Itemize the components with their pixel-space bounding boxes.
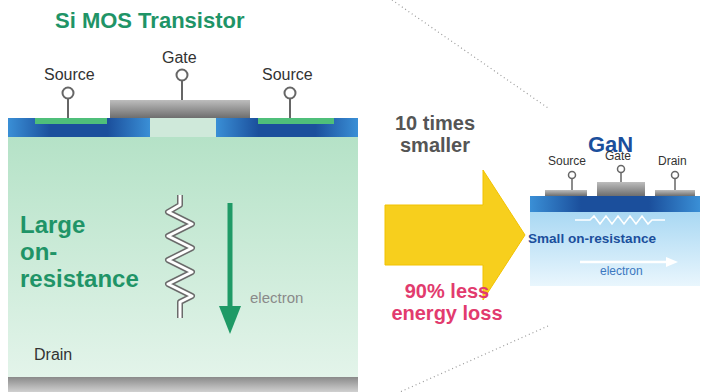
terminal-lead xyxy=(289,98,291,118)
terminal xyxy=(177,70,188,81)
terminal-name: Drain xyxy=(658,155,702,168)
device-title: Si MOS Transistor xyxy=(55,9,355,34)
electron-arrow xyxy=(666,257,678,267)
projection-line xyxy=(392,0,548,108)
drain-electrode xyxy=(8,377,358,392)
terminal-name: Source xyxy=(548,155,598,168)
electron-arrow xyxy=(219,306,241,334)
silicon-body xyxy=(8,137,358,377)
terminal-lead xyxy=(181,80,183,100)
resistor-symbol xyxy=(168,195,192,318)
gate-electrode xyxy=(597,182,645,196)
terminal-name: Source xyxy=(262,66,332,84)
resistor-symbol xyxy=(575,216,665,224)
terminal xyxy=(672,172,679,179)
gate-electrode xyxy=(110,100,250,118)
terminal xyxy=(618,166,625,173)
loss-note: 90% less energy loss xyxy=(372,280,522,325)
terminal-name: Drain xyxy=(34,346,104,364)
terminal xyxy=(63,88,74,99)
terminal-name: Source xyxy=(44,66,114,84)
electron-arrow xyxy=(228,203,233,310)
gan-barrier xyxy=(530,196,700,212)
terminal-lead xyxy=(620,172,622,182)
resistance-label: Small on-resistance xyxy=(528,231,710,246)
terminal-lead xyxy=(674,178,676,190)
electron-label: electron xyxy=(600,265,670,278)
source-contact xyxy=(545,190,587,196)
drain-contact xyxy=(655,190,695,196)
electron-arrow xyxy=(580,261,668,264)
source-contact xyxy=(35,118,107,124)
resistance-label: Large on-resistance xyxy=(20,212,120,293)
gan-body xyxy=(530,212,700,286)
resistor-symbol xyxy=(168,195,192,318)
terminal xyxy=(569,172,576,179)
terminal-name: Gate xyxy=(162,49,212,67)
terminal-name: Gate xyxy=(605,150,641,163)
terminal xyxy=(285,88,296,99)
channel-region xyxy=(150,118,216,137)
terminal-lead xyxy=(67,98,69,118)
terminal-lead xyxy=(571,178,573,190)
source-region xyxy=(8,118,150,137)
projection-line xyxy=(400,326,548,392)
source-region xyxy=(216,118,358,137)
size-note: 10 times smaller xyxy=(368,112,502,157)
electron-label: electron xyxy=(250,290,330,307)
source-contact xyxy=(258,118,334,124)
